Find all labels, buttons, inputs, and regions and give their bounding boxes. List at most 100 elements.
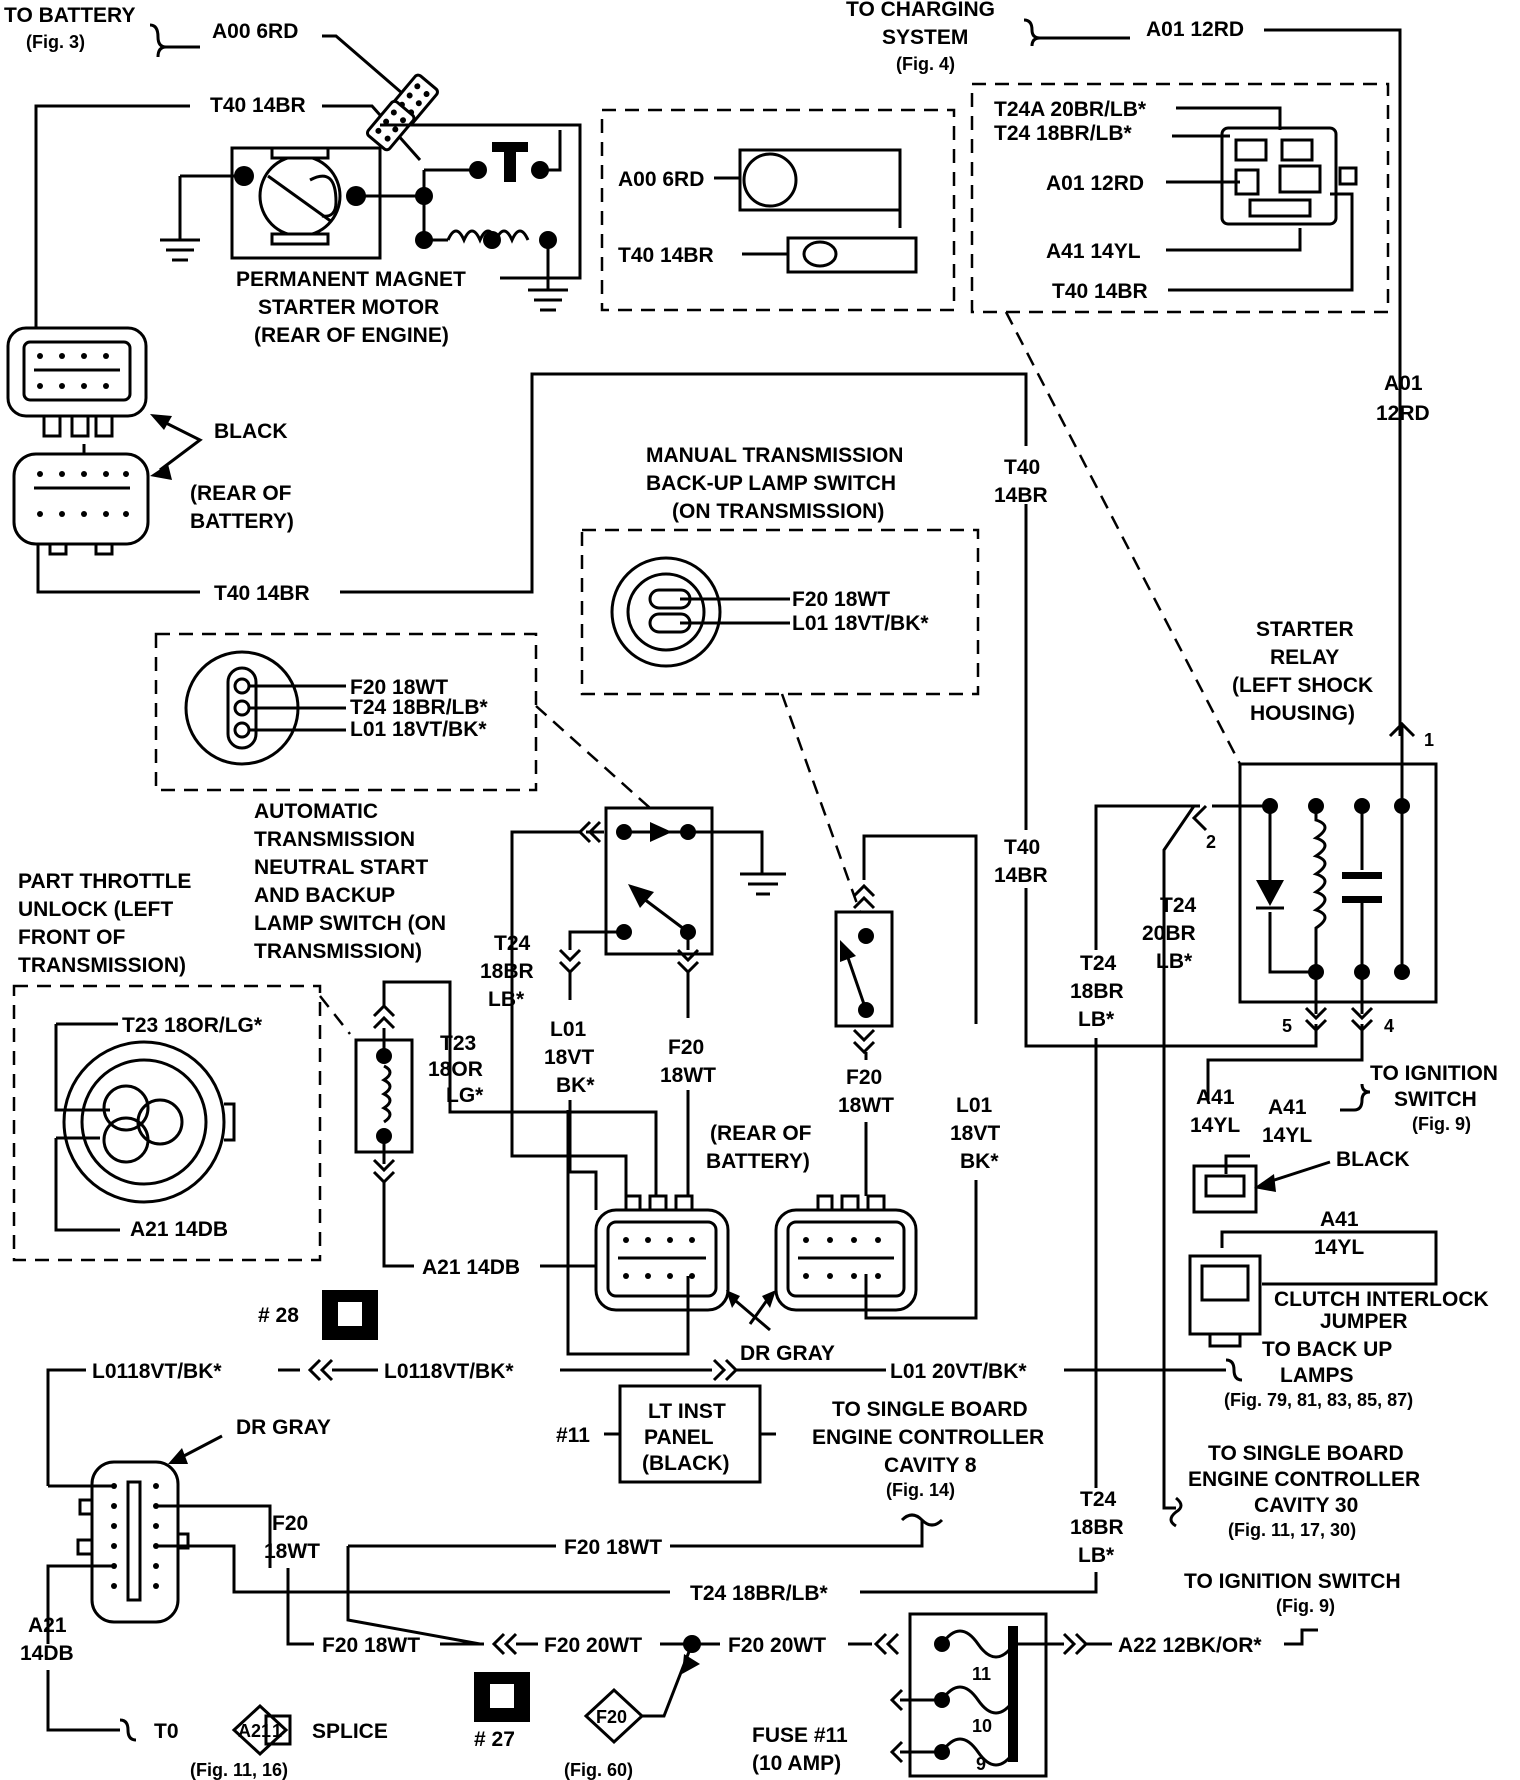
relay-pin2-connector (1191, 804, 1208, 832)
gray-connector-right (774, 1208, 918, 1312)
auto-switch-group: AUTOMATIC TRANSMISSION NEUTRAL START AND… (254, 800, 786, 1196)
starter-motor-title-3: (REAR OF ENGINE) (254, 324, 449, 347)
starter-motor-group: TO BATTERY (Fig. 3) A00 6RD T40 14BR (4, 4, 582, 347)
manual-switch-outer (610, 556, 722, 668)
to-ign-switch-label: TO IGNITION SWITCH (1184, 1570, 1401, 1593)
starter-relay-box (1238, 762, 1438, 1004)
fuse-11-label: 11 (972, 1664, 991, 1684)
a01-vert-label-1: A01 (1384, 372, 1423, 395)
left-connector-top-inner (22, 340, 132, 402)
l01-left-label: L0118VT/BK* (92, 1360, 222, 1383)
a22-connector (1062, 1632, 1089, 1656)
c28-icon-inner (338, 1302, 362, 1326)
f20-20wt-label-2: F20 20WT (728, 1634, 826, 1657)
t40-top-wire (322, 104, 422, 161)
t24-20br-wire-top (1162, 805, 1196, 1000)
pt-title-2: UNLOCK (LEFT (18, 898, 173, 921)
l01-connector-2 (712, 1358, 739, 1382)
fig4-label: (Fig. 4) (896, 54, 955, 74)
dr-gray-a21-lead (46, 1564, 114, 1644)
rear-battery-label-1: (REAR OF (710, 1122, 812, 1145)
a00-wire-label: A00 6RD (212, 20, 298, 43)
gray-connector-right-inner (786, 1220, 906, 1298)
relay-detail-w2: T24 18BR/LB* (994, 122, 1133, 145)
sbec8-3: CAVITY 8 (884, 1454, 977, 1477)
splice-label: SPLICE (312, 1720, 388, 1743)
t40-top-label: T40 14BR (210, 94, 306, 117)
terminal-lug-top (738, 148, 902, 212)
t24-lower-1: T24 (1080, 1488, 1117, 1511)
fuse-busbar (1008, 1626, 1018, 1762)
part-throttle-group: PART THROTTLE UNLOCK (LEFT FRONT OF TRAN… (12, 870, 658, 1279)
manual-schem-lever (844, 951, 868, 1011)
to-backup-figs: (Fig. 79, 81, 83, 85, 87) (1224, 1390, 1413, 1410)
ground-symbol-3 (740, 872, 786, 896)
manual-l01-label-1: L01 (956, 1094, 993, 1117)
relay-diode (1256, 880, 1284, 906)
splice-a21: A21 (238, 1721, 271, 1741)
c11-label: #11 (556, 1424, 590, 1447)
t23-label-2: 18OR (428, 1058, 483, 1081)
sbec30-fig: (Fig. 11, 17, 30) (1228, 1520, 1356, 1540)
l01-connector-1 (307, 1358, 334, 1382)
auto-t24-wire (510, 830, 628, 1196)
relay-bottom-leads (1314, 972, 1364, 1014)
ign-to-label: TO IGNITION (1370, 1062, 1498, 1085)
t40-left-bottom-label: T40 14BR (214, 582, 310, 605)
manual-detail-box (580, 528, 980, 696)
ign-black-label: BLACK (1336, 1148, 1410, 1171)
fuse-9-element (940, 1737, 1016, 1767)
auto-title-4: AND BACKUP (254, 884, 395, 907)
clutch-jumper-inner (1200, 1264, 1250, 1302)
a21-wire-label: A21 14DB (422, 1256, 520, 1279)
manual-f20-label-2: 18WT (838, 1094, 894, 1117)
lt-inst-3: (BLACK) (642, 1452, 729, 1475)
relay-detail-w5: T40 14BR (1052, 280, 1148, 303)
sbec30-2: ENGINE CONTROLLER (1188, 1468, 1420, 1491)
relay-contact-lower-leads (1360, 870, 1404, 972)
fuse-output-arrows (889, 1688, 904, 1764)
auto-l01-label-1: L01 (550, 1018, 587, 1041)
manual-l01-label: L01 18VT/BK* (792, 612, 929, 635)
relay-tab (1338, 166, 1358, 186)
fuse-10-element (940, 1685, 1016, 1715)
dr-gray-arrow-2 (748, 1295, 772, 1325)
t40-vert-label-1: T40 (1004, 456, 1040, 479)
ign-fig9-label: (Fig. 9) (1412, 1114, 1471, 1134)
ground-symbol-1 (160, 238, 200, 262)
pt-title-1: PART THROTTLE (18, 870, 191, 893)
sbec8-2: ENGINE CONTROLLER (812, 1426, 1044, 1449)
auto-detail-f20: F20 18WT (350, 676, 448, 699)
lt-inst-2: PANEL (644, 1426, 714, 1449)
auto-detail-box (154, 632, 538, 792)
f20-diamond-label: F20 (596, 1707, 627, 1727)
auto-l01-label-2: 18VT (544, 1046, 594, 1069)
ign-a41-b: 14YL (1190, 1114, 1240, 1137)
left-black-label: BLACK (214, 420, 288, 443)
pt-a21-wire (54, 1138, 120, 1232)
auto-t24-label-2: 18BR (480, 960, 534, 983)
clutch-jumper-connector (1188, 1254, 1262, 1336)
clutch-a41-a: A41 (1320, 1208, 1359, 1231)
fuse-outputs (900, 1698, 942, 1754)
relay-detail-w4: A41 14YL (1046, 240, 1141, 263)
pt-title-4: TRANSMISSION) (18, 954, 186, 977)
auto-top-arrow (650, 822, 672, 842)
f20-diamond (583, 1687, 645, 1745)
t40-vert-label-2: 14BR (994, 484, 1048, 507)
l01-mid-label: L0118VT/BK* (384, 1360, 514, 1383)
t24-20br-wire (1162, 980, 1176, 1510)
c27-label: # 27 (474, 1728, 515, 1751)
solenoid-wire (356, 170, 426, 198)
relay-pin-3 (1234, 168, 1260, 196)
t24-line-label: T24 18BR/LB* (690, 1582, 829, 1605)
terminal-lug-bottom (786, 236, 918, 274)
sbec30-squiggle (1169, 1496, 1183, 1528)
gray-left-tabs (624, 1194, 694, 1210)
t24-18br-label-1: T24 (1080, 952, 1117, 975)
fuse-label-2: (10 AMP) (752, 1752, 841, 1775)
clutch-label-1: CLUTCH INTERLOCK (1274, 1288, 1489, 1311)
a01-vert-label-2: 12RD (1376, 402, 1430, 425)
black-arrow-lines (159, 418, 203, 472)
